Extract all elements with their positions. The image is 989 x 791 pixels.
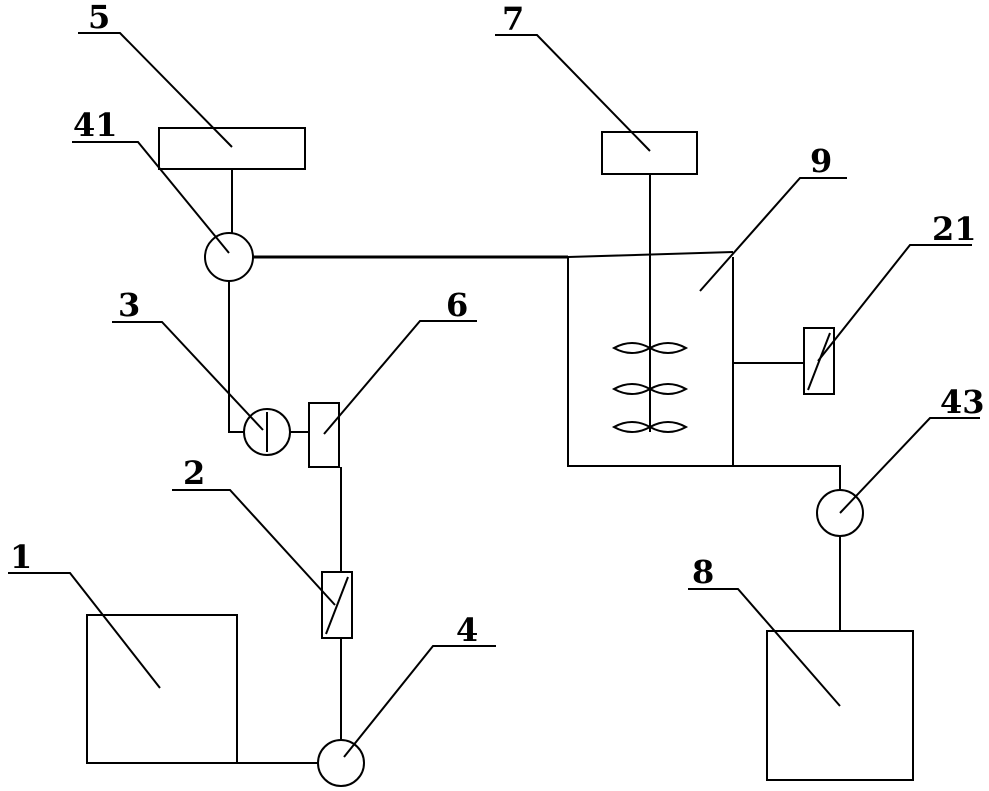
agitator-impellers xyxy=(611,342,689,433)
leader-9 xyxy=(699,177,847,292)
label-21: 21 xyxy=(932,210,977,248)
leader-6 xyxy=(323,320,477,435)
label-9: 9 xyxy=(810,142,832,180)
piping xyxy=(228,169,841,764)
pump-41 xyxy=(204,232,254,282)
vessel-9-body xyxy=(567,257,734,467)
filter-2-diagonal xyxy=(325,576,349,635)
tank-1 xyxy=(86,614,238,764)
leader-43 xyxy=(839,417,980,514)
label-5: 5 xyxy=(88,0,110,36)
pipe-pump3-to-pump41 xyxy=(228,281,245,433)
impeller-bottom-left-blade xyxy=(611,421,653,433)
unit-5 xyxy=(158,127,306,170)
leader-41 xyxy=(72,141,230,254)
pump-4 xyxy=(317,739,365,787)
leader-7 xyxy=(495,34,651,152)
unit-7 xyxy=(601,131,698,175)
leader-8 xyxy=(688,588,841,707)
label-41: 41 xyxy=(73,106,118,144)
unit-6 xyxy=(308,402,340,468)
leader-5 xyxy=(78,32,233,148)
leader-1 xyxy=(8,572,161,689)
filter-2 xyxy=(321,571,353,639)
label-2: 2 xyxy=(183,454,205,492)
label-3: 3 xyxy=(118,286,140,324)
pipe-vessel9-to-pump43 xyxy=(568,465,841,490)
filter-21-diagonal xyxy=(807,332,831,391)
impeller-top-right-blade xyxy=(647,342,689,354)
leader-4 xyxy=(343,645,496,758)
label-8: 8 xyxy=(692,553,714,591)
vessel-9 xyxy=(567,251,734,467)
label-6: 6 xyxy=(446,286,468,324)
leader-lines xyxy=(8,32,980,758)
reference-numerals: 1 2 3 4 41 43 5 6 7 8 9 21 xyxy=(10,0,985,649)
impeller-mid-left-blade xyxy=(611,383,653,395)
leader-3 xyxy=(112,321,264,431)
impeller-top-left-blade xyxy=(611,342,653,354)
impeller-mid-right-blade xyxy=(647,383,689,395)
leader-21 xyxy=(817,244,972,362)
label-7: 7 xyxy=(502,0,524,38)
label-43: 43 xyxy=(940,383,985,421)
label-1: 1 xyxy=(10,538,32,576)
valve-3 xyxy=(243,408,291,456)
impeller-bottom-right-blade xyxy=(647,421,689,433)
vessel-9-rim xyxy=(567,251,734,258)
label-4: 4 xyxy=(456,611,478,649)
leader-2 xyxy=(172,489,336,606)
